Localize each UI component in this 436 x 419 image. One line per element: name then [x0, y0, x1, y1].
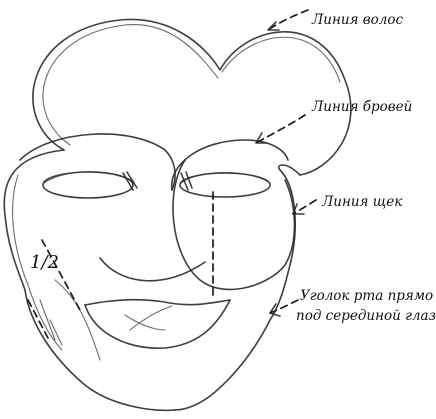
half-mark-text: 1/2: [30, 252, 59, 273]
mouth-upper-lip: [85, 300, 230, 305]
hair-line-label: Линия волос: [311, 12, 403, 28]
mouth-corner-label-line2: под серединой глаза: [296, 308, 436, 324]
mouth-philtrum-cross: [125, 306, 172, 330]
hair-outline: [33, 19, 351, 175]
nose-arc: [100, 258, 205, 281]
brow-line-label: Линия бровей: [311, 99, 412, 115]
right-eye-lid: [181, 173, 270, 184]
mouth-corner-label-line1: Уголок рта прямо: [300, 288, 433, 304]
hair-outline-overlap: [43, 25, 340, 145]
left-eye: [43, 172, 133, 198]
face-outline-right: [175, 165, 300, 410]
brow-line-arrow: [256, 115, 305, 143]
half-diagonal-guide-line: [42, 240, 80, 310]
cheek-line-label: Линия щек: [321, 194, 403, 210]
half-diagonal-guide-line-lower: [28, 300, 48, 338]
hair-line-arrow: [268, 10, 308, 30]
left-brow-arc: [20, 134, 175, 190]
mouth-lower-lip: [85, 300, 230, 348]
left-eye-lid: [44, 172, 134, 183]
